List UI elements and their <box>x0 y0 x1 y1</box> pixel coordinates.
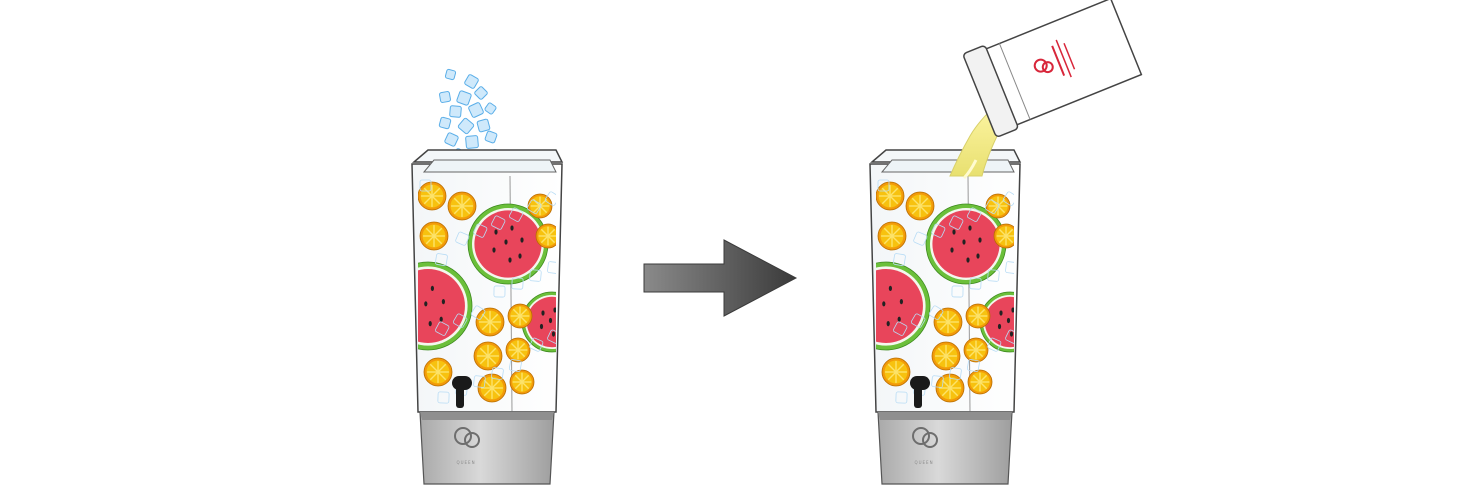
carton-logo-icon <box>1033 58 1048 73</box>
ice-cube <box>439 91 451 103</box>
watermelon-slice <box>925 203 1007 285</box>
ice-cube <box>931 223 946 238</box>
dispenser-left: QUEEN <box>411 68 564 485</box>
ice-cube <box>474 86 488 100</box>
spigot-left <box>452 376 472 408</box>
ice-cube <box>951 285 964 298</box>
juice-carton <box>963 0 1143 138</box>
watermelon-slice <box>979 291 1014 353</box>
lemon-slice <box>965 303 991 329</box>
ice-cube <box>969 277 982 290</box>
ice-cube <box>455 231 470 246</box>
ice-cube <box>491 367 504 380</box>
ice-cube <box>444 68 457 81</box>
ice-cube <box>984 199 1000 214</box>
ice-cube <box>465 135 479 149</box>
falling-ice-cubes <box>438 68 502 179</box>
lemon-slice <box>985 193 1011 219</box>
ice-cube <box>470 305 486 320</box>
ice-cube <box>877 179 890 192</box>
ice-cube <box>949 367 962 380</box>
ice-inside-right <box>877 179 1014 404</box>
lemon-slice <box>905 191 935 221</box>
ice-cube <box>1005 329 1014 344</box>
ice-cube <box>453 313 468 328</box>
ice-cube <box>931 375 944 388</box>
ice-cube <box>911 313 926 328</box>
ice-cube <box>457 117 475 135</box>
ice-cube <box>544 191 556 206</box>
lemon-slice <box>967 369 993 395</box>
lemon-slice <box>423 357 453 387</box>
watermelon-slice <box>467 203 549 285</box>
lemon-slice <box>535 223 556 249</box>
ice-cube <box>491 215 506 230</box>
watermelon-slice <box>418 261 473 351</box>
lemon-slice <box>931 341 961 371</box>
lemon-slice <box>963 337 989 363</box>
ice-cube <box>1005 261 1014 274</box>
lemon-slice <box>447 191 477 221</box>
lemon-slice <box>881 357 911 387</box>
ice-cube <box>526 199 542 214</box>
lemon-slice <box>993 223 1014 249</box>
ice-cube <box>419 179 432 192</box>
ice-cube <box>444 132 459 147</box>
lemon-slice <box>418 181 447 211</box>
ice-cube <box>493 285 506 298</box>
brand-text-right: QUEEN <box>914 460 933 465</box>
lemon-slice <box>507 303 533 329</box>
ice-cube <box>473 375 486 388</box>
ice-cube <box>438 116 452 130</box>
lemon-slice <box>475 307 505 337</box>
lemon-slice <box>509 369 535 395</box>
right-arrow-icon <box>643 239 798 317</box>
ice-cube <box>464 74 479 89</box>
ice-cube <box>484 130 498 144</box>
lemon-slice <box>933 307 963 337</box>
brand-text-left: QUEEN <box>456 460 475 465</box>
ice-cube <box>547 261 556 274</box>
ice-cube <box>966 359 980 373</box>
ice-cube <box>928 305 944 320</box>
lemon-slice <box>473 341 503 371</box>
spigot-right <box>910 376 930 408</box>
ice-cube <box>967 207 982 222</box>
ice-cube <box>547 329 556 344</box>
ice-cube <box>913 231 928 246</box>
ice-cube <box>987 337 1002 352</box>
ice-cube <box>476 118 491 133</box>
ice-cube <box>449 105 462 118</box>
lemon-slice <box>877 221 907 251</box>
ice-cube <box>456 90 472 106</box>
lemon-slice <box>505 337 531 363</box>
ice-cube <box>1002 191 1014 206</box>
ice-cube <box>529 337 544 352</box>
ice-cube <box>435 321 450 336</box>
brand-logo-right: QUEEN <box>912 427 938 465</box>
ice-cube <box>987 269 1000 282</box>
ice-cube <box>437 391 450 404</box>
ice-cube <box>508 359 522 373</box>
ice-cube <box>949 215 964 230</box>
lemon-slice <box>876 181 905 211</box>
ice-cube <box>435 253 448 266</box>
watermelon-slice <box>876 261 931 351</box>
ice-cube <box>529 269 542 282</box>
ice-cube <box>893 253 906 266</box>
ice-cube <box>484 102 497 115</box>
ice-cube <box>468 102 484 118</box>
brand-logo-left: QUEEN <box>454 427 480 465</box>
lemon-slice <box>527 193 553 219</box>
lemon-slice <box>419 221 449 251</box>
ice-cube <box>473 223 488 238</box>
ice-cube <box>895 391 908 404</box>
ice-cube <box>893 321 908 336</box>
ice-cube <box>511 277 524 290</box>
dispenser-right: QUEEN <box>869 0 1143 485</box>
ice-cube <box>509 207 524 222</box>
